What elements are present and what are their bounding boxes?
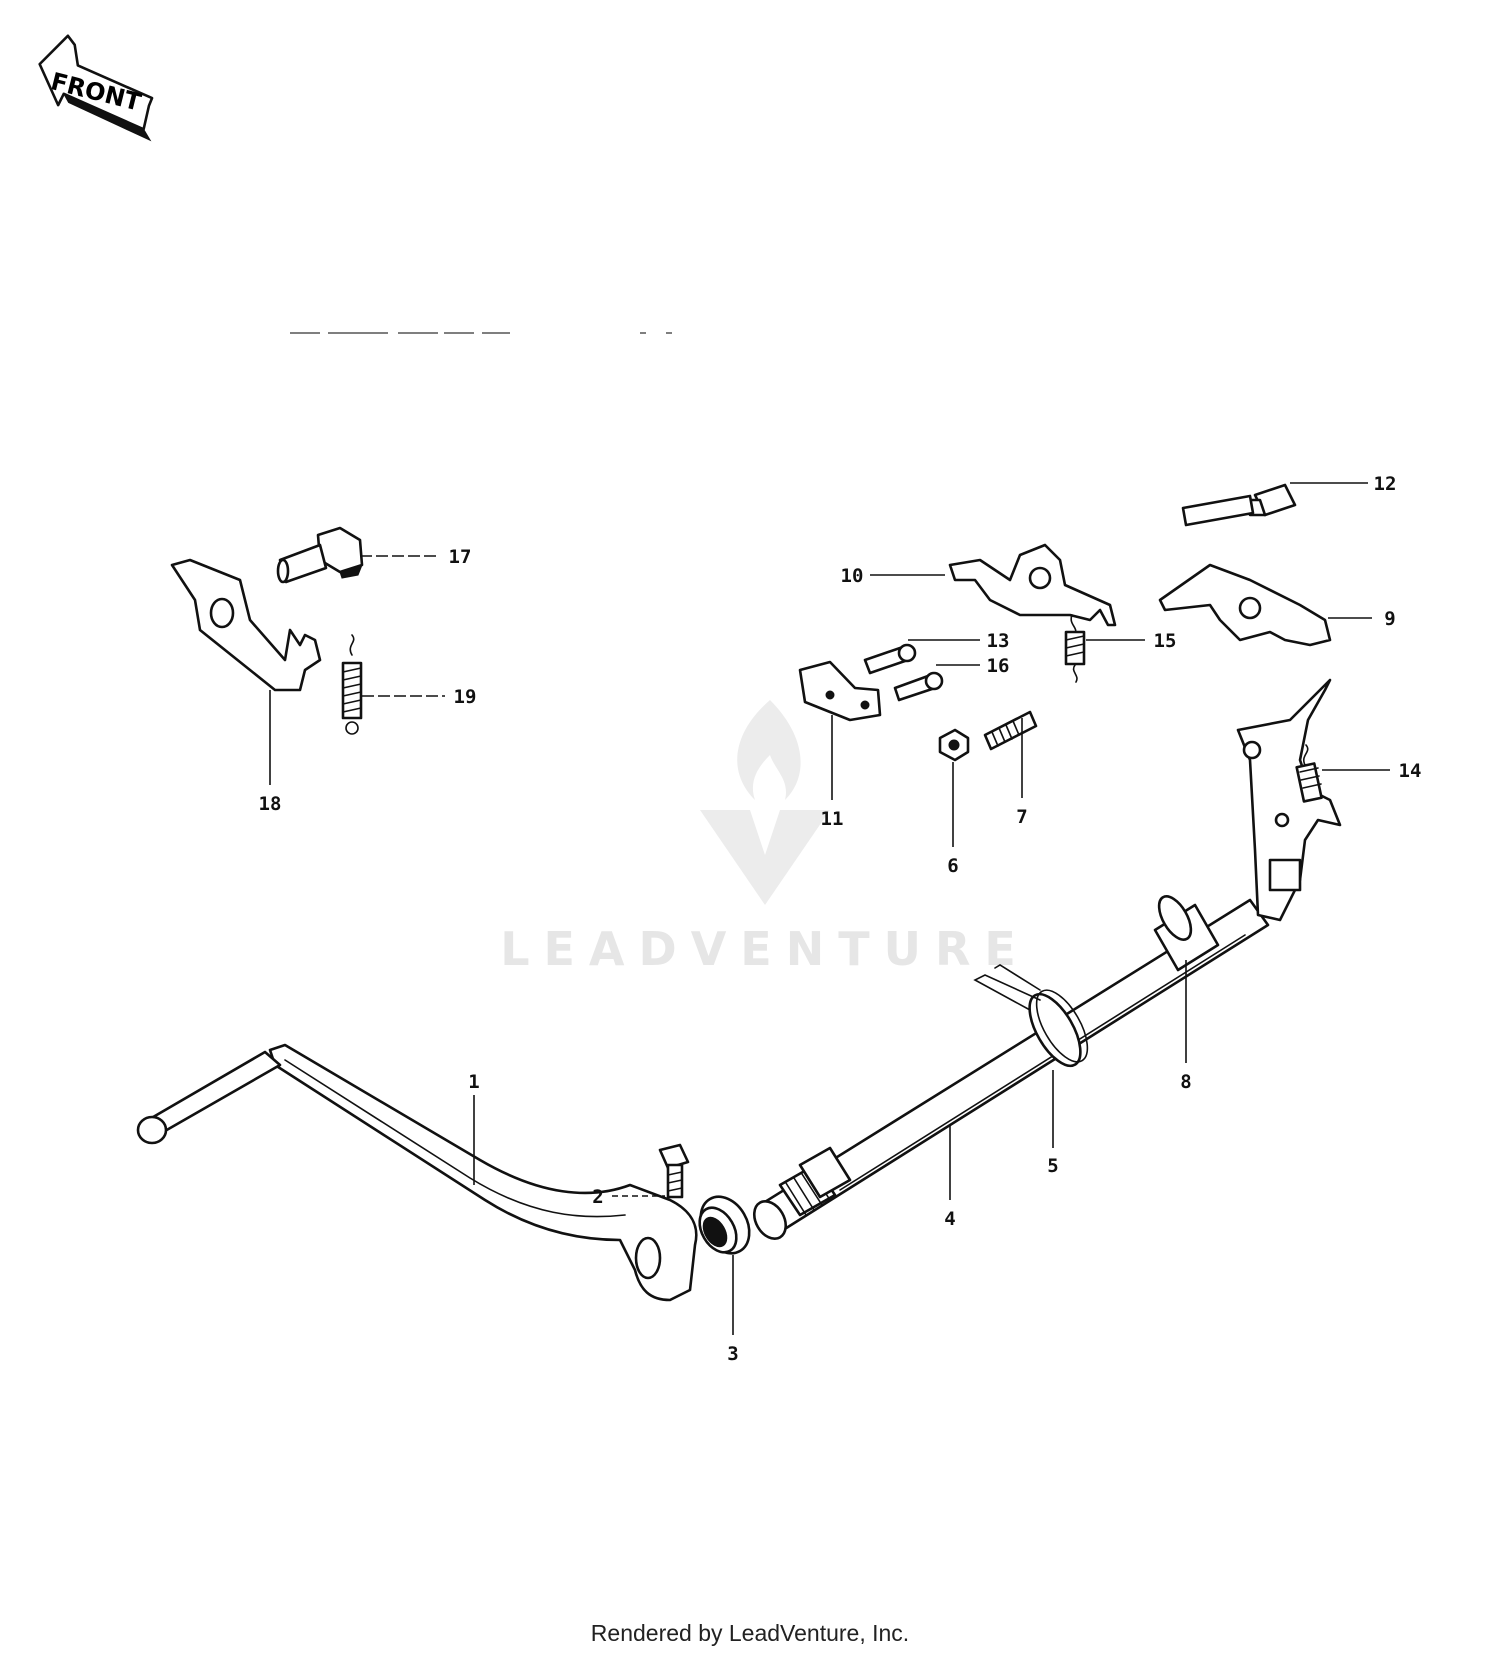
callout-10: 10 <box>841 565 864 587</box>
bracket-part-18 <box>170 558 322 692</box>
screw-part-16 <box>893 671 944 702</box>
callout-5: 5 <box>1047 1155 1058 1177</box>
callout-7: 7 <box>1016 806 1027 828</box>
bracket-part-11 <box>798 660 882 722</box>
screw-part-13 <box>863 643 917 675</box>
v-logo-icon <box>700 810 830 905</box>
oil-seal-part-3 <box>698 1195 751 1255</box>
callout-14: 14 <box>1399 760 1422 782</box>
spring-part-15 <box>1064 614 1086 683</box>
callout-8: 8 <box>1180 1071 1191 1093</box>
callout-9: 9 <box>1384 608 1395 630</box>
callout-17: 17 <box>449 546 472 568</box>
spring-part-19 <box>341 634 363 735</box>
bolt-part-12 <box>1181 483 1297 527</box>
callout-16: 16 <box>987 655 1010 677</box>
pedal-part-1 <box>136 1043 698 1302</box>
return-spring-part-5 <box>973 964 1089 1068</box>
callout-15: 15 <box>1154 630 1177 652</box>
hex-bolt-part-17 <box>276 526 364 584</box>
watermark-brand: LEADVENTURE <box>500 922 1030 976</box>
pin-part-7 <box>983 710 1038 751</box>
arm-part-9 <box>1158 563 1332 647</box>
shift-shaft-part-4 <box>752 898 1270 1240</box>
lever-part-10 <box>948 543 1117 627</box>
shift-arm <box>1236 678 1342 922</box>
footer-credit: Rendered by LeadVenture, Inc. <box>590 1620 910 1646</box>
callout-11: 11 <box>821 808 844 830</box>
callout-12: 12 <box>1374 473 1397 495</box>
callout-18: 18 <box>259 793 282 815</box>
spring-part-14 <box>1295 744 1323 803</box>
callout-3: 3 <box>727 1343 738 1365</box>
callouts: 1 2 3 4 5 6 7 8 9 10 11 12 13 14 15 16 1… <box>259 473 1422 1365</box>
front-arrow-icon: FRONT <box>38 34 154 142</box>
bolt-part-2 <box>658 1143 690 1199</box>
callout-1: 1 <box>468 1071 479 1093</box>
flame-logo-icon <box>737 700 801 800</box>
callout-19: 19 <box>454 686 477 708</box>
leadventure-watermark: LEADVENTURE <box>500 700 1030 976</box>
callout-4: 4 <box>944 1208 955 1230</box>
callout-2: 2 <box>592 1186 603 1208</box>
callout-6: 6 <box>947 855 958 877</box>
collar-part-8 <box>1153 895 1220 972</box>
nut-part-6 <box>938 728 970 762</box>
callout-13: 13 <box>987 630 1010 652</box>
leader-lines <box>269 482 1390 1335</box>
